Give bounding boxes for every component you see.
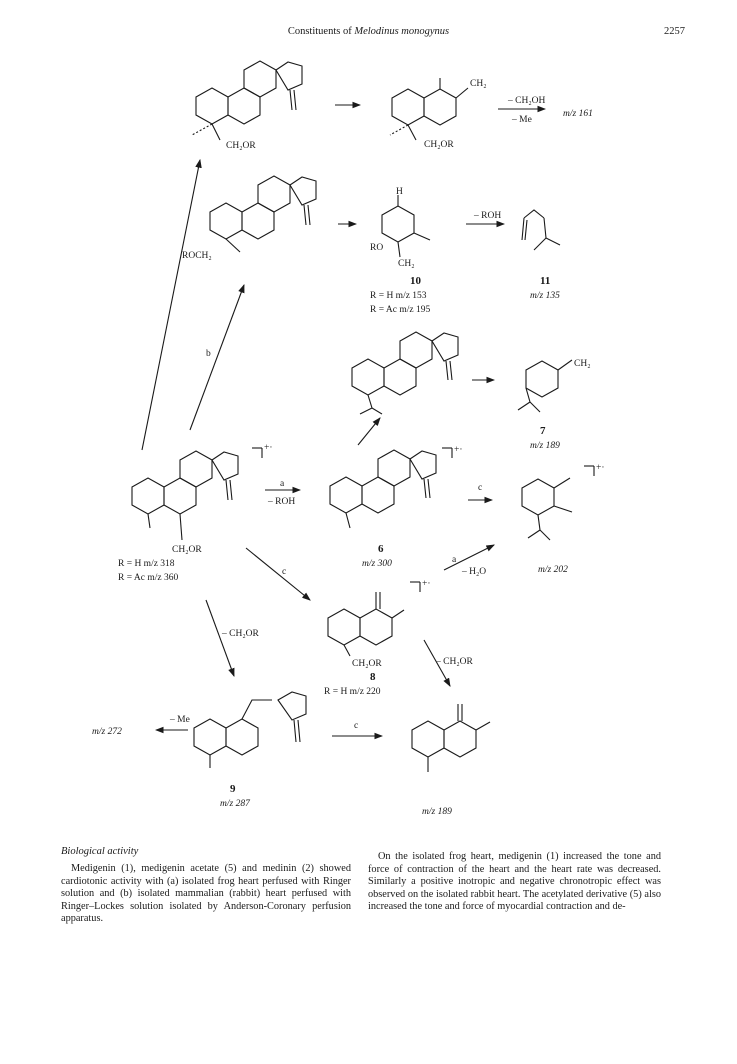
label-mz135: m/z 135 xyxy=(530,291,560,301)
label-loss-roh-2: – ROH xyxy=(267,497,295,507)
page-number: 2257 xyxy=(664,26,685,37)
label-loss-me-2: – Me xyxy=(169,715,190,725)
label-ch2-plus-7: CH₂ xyxy=(574,359,591,369)
label-radical-start: +· xyxy=(264,443,273,453)
label-ch2or-8: CH₂OR xyxy=(352,659,382,669)
label-cpd10: 10 xyxy=(410,275,422,287)
structure-11 xyxy=(521,209,561,251)
label-radical-202: +· xyxy=(596,463,605,473)
label-ch2or-start: CH₂OR xyxy=(172,545,202,555)
structure-9 xyxy=(193,691,307,768)
label-mz161: m/z 161 xyxy=(563,109,593,119)
structure-10 xyxy=(381,195,431,258)
structure-7 xyxy=(517,359,573,413)
label-mz287: m/z 287 xyxy=(220,799,251,809)
right-paragraph: On the isolated frog heart, medigenin (1… xyxy=(368,851,661,913)
label-mz300: m/z 300 xyxy=(362,559,392,569)
label-mz189-7: m/z 189 xyxy=(530,441,560,451)
label-ch2-10: CH₂ xyxy=(398,259,415,269)
label-radical-6: +· xyxy=(454,445,463,455)
label-h-10: H xyxy=(396,187,403,197)
label-loss-me: – Me xyxy=(511,115,532,125)
label-mz189-final: m/z 189 xyxy=(422,807,452,817)
label-loss-h2o: – H₂O xyxy=(461,567,486,577)
label-start-r1: R = H m/z 318 xyxy=(118,559,175,569)
label-ch2-plus: CH₂ xyxy=(470,79,487,89)
section-heading: Biological activity xyxy=(61,846,139,857)
structure-row2-left xyxy=(209,175,317,253)
structure-8 xyxy=(327,581,421,657)
label-cpd8-r: R = H m/z 220 xyxy=(324,687,381,697)
label-path-c-3: c xyxy=(354,721,358,731)
label-cpd10-r1: R = H m/z 153 xyxy=(370,291,427,301)
label-loss-ch2or-1: – CH₂OR xyxy=(221,629,259,639)
structure-final-mz189 xyxy=(411,704,491,772)
label-ch2or-2: CH₂OR xyxy=(424,140,454,150)
structure-top-middle xyxy=(389,78,469,141)
label-path-b: b xyxy=(206,349,211,359)
structure-mz202 xyxy=(521,465,595,541)
label-path-c-1: c xyxy=(478,483,482,493)
label-ro: RO xyxy=(370,243,383,253)
structure-start xyxy=(131,447,263,541)
left-paragraph: Medigenin (1), medigenin acetate (5) and… xyxy=(61,863,351,925)
running-title: Constituents of Melodinus monogynus xyxy=(287,26,450,37)
label-cpd10-r2: R = Ac m/z 195 xyxy=(370,305,430,315)
label-roch2: ROCH₂ xyxy=(182,251,212,261)
label-mz272: m/z 272 xyxy=(92,727,122,737)
label-path-c-2: c xyxy=(282,567,286,577)
label-ch2or-1: CH₂OR xyxy=(226,141,256,151)
structure-row3-middle xyxy=(351,331,459,415)
label-path-a-2: a xyxy=(452,555,457,565)
label-loss-ch2oh: – CH₂OH xyxy=(507,96,545,106)
label-loss-ch2or-2: – CH₂OR xyxy=(435,657,473,667)
label-cpd9: 9 xyxy=(230,783,236,795)
label-mz202: m/z 202 xyxy=(538,565,568,575)
label-cpd6: 6 xyxy=(378,543,384,555)
label-cpd7: 7 xyxy=(540,425,546,437)
label-path-a-1: a xyxy=(280,479,285,489)
structure-top-left xyxy=(191,60,303,141)
label-cpd8: 8 xyxy=(370,671,376,683)
label-loss-roh-1: – ROH xyxy=(473,211,501,221)
label-radical-8: +· xyxy=(422,579,431,589)
structure-6 xyxy=(329,447,453,529)
label-cpd11: 11 xyxy=(540,275,550,287)
label-start-r2: R = Ac m/z 360 xyxy=(118,573,178,583)
fragmentation-scheme: CH₂OR CH₂OR CH₂ – CH₂OH – Me m/z 161 ROC… xyxy=(92,60,605,817)
